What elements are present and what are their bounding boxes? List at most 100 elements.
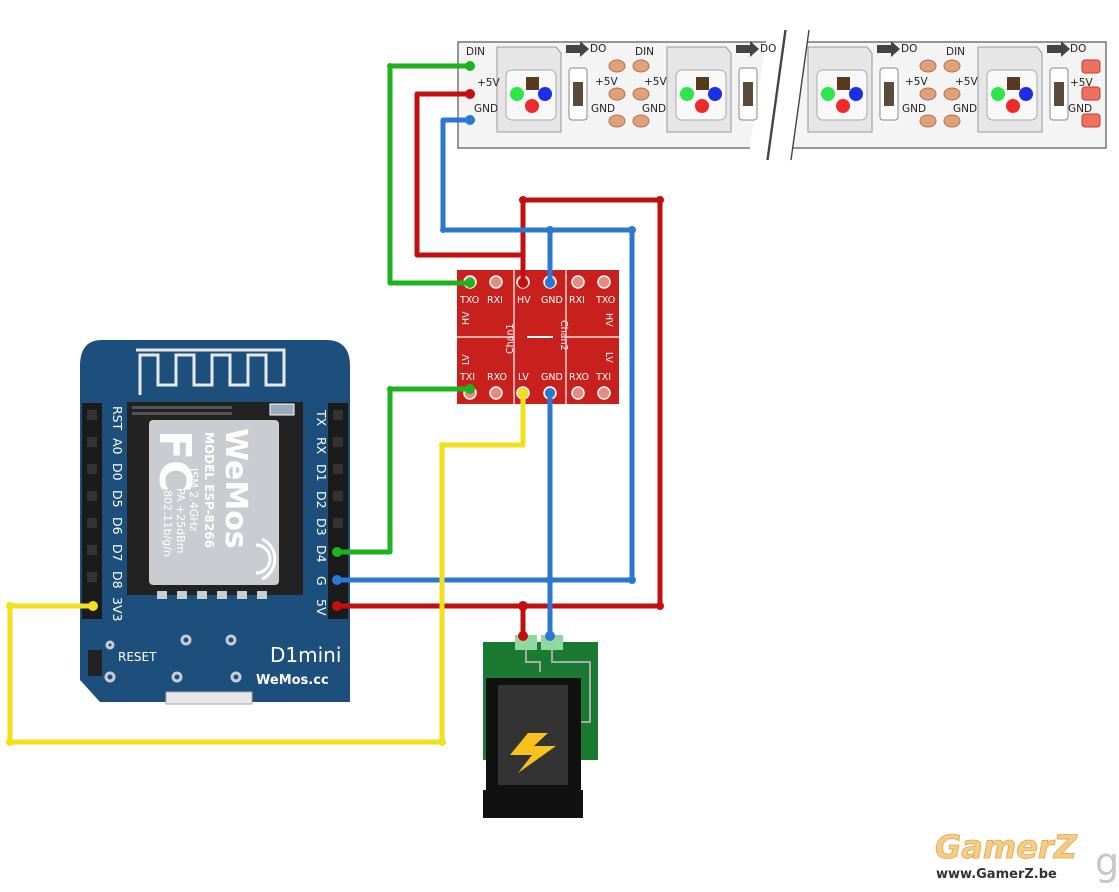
module-line: 802.11b/g/n	[161, 490, 174, 557]
pin-label: D5	[110, 490, 125, 508]
pin-label: G	[314, 576, 329, 586]
strip-5v-label: +5V	[905, 76, 928, 88]
pin-label: TX	[314, 409, 329, 427]
pin-label: 3V3	[110, 597, 125, 621]
led-unit	[666, 46, 758, 133]
strip-gnd-label: GND	[474, 103, 498, 115]
wire-endpoints	[6, 61, 664, 746]
module-dots	[132, 406, 232, 415]
lightning-icon	[510, 733, 556, 773]
module-bottom-pads	[157, 591, 267, 599]
reset-label: RESET	[118, 650, 157, 664]
strip-gnd-label: GND	[953, 103, 977, 115]
shifter-hv-label: HV	[603, 313, 614, 327]
arrow-right-icon	[736, 41, 759, 57]
pin-label: RST	[110, 406, 125, 431]
pin-label: D4	[314, 545, 329, 563]
strip-din-label: DIN	[946, 46, 965, 58]
shifter-pin-label: GND	[541, 295, 563, 306]
do-arrow-icons	[566, 41, 1070, 57]
shifter-chan1-label: Chan1	[505, 323, 516, 354]
usb-connector[interactable]	[165, 691, 253, 705]
strip-din-label: DIN	[635, 46, 654, 58]
module-line: PA +25dBm	[174, 488, 187, 553]
fcc-logo: FC	[149, 430, 200, 492]
arrow-right-icon	[566, 41, 589, 57]
led-unit	[807, 46, 899, 133]
left-pin-labels: RST A0 D0 D5 D6 D7 D8 3V3	[110, 406, 125, 621]
strip-do-label: DO	[760, 43, 776, 55]
strip-labels: DIN +5V GND DO DIN +5V +5V GND GND DO DO…	[466, 43, 1093, 115]
pin-label: D8	[110, 571, 125, 589]
jack-barrel	[483, 790, 583, 818]
pin-label: D2	[314, 491, 329, 509]
left-header	[82, 403, 102, 619]
shifter-side-labels: HV LV HV LV Chan1 Chan2	[461, 311, 614, 365]
arrow-right-icon	[877, 41, 900, 57]
wire-green-data-hv	[387, 63, 470, 286]
watermark-suffix: g	[1095, 840, 1119, 884]
board-url: WeMos.cc	[256, 673, 329, 688]
wire-blue-gnd-rail	[337, 117, 635, 583]
board-name: D1mini	[270, 643, 341, 667]
header-pins	[87, 410, 343, 582]
level-shifter: TXO RXI HV GND RXI TXO TXI RXO LV GND RX…	[457, 270, 619, 404]
dc-barrel-jack	[483, 635, 598, 818]
shifter-hv-label: HV	[461, 311, 472, 325]
right-pin-labels: TX RX D1 D2 D3 D4 G 5V	[314, 409, 329, 616]
right-header	[328, 403, 348, 619]
wifi-icon	[255, 537, 277, 581]
pin-label: D3	[314, 518, 329, 536]
strip-5v-label: +5V	[477, 77, 500, 89]
strip-break	[748, 30, 790, 160]
shifter-chan2-label: Chan2	[558, 320, 569, 351]
watermark: GamerZ www.GamerZ.be g	[935, 828, 1119, 884]
wemos-d1-mini: FC MODEL ESP-8266 ISM 2.4GHz PA +25dBm 8…	[80, 340, 350, 705]
wire-green-data-lv	[337, 386, 470, 555]
esp-shield	[149, 420, 279, 585]
strip-gnd-label: GND	[591, 103, 615, 115]
strip-5v-label: +5V	[644, 76, 667, 88]
strip-pads	[608, 59, 961, 128]
module-model-line: MODEL ESP-8266	[202, 432, 216, 548]
strip-gnd-label: GND	[902, 103, 926, 115]
smd-component	[269, 403, 295, 416]
pin-label: D0	[110, 463, 125, 481]
arrow-right-icon	[1047, 41, 1070, 57]
pin-label: 5V	[314, 599, 329, 616]
strip-gnd-label: GND	[642, 103, 666, 115]
pin-label: RX	[314, 437, 329, 455]
led-unit	[496, 46, 588, 133]
shifter-pin-labels: TXO RXI HV GND RXI TXO TXI RXO LV GND RX…	[459, 295, 615, 383]
pin-label: D6	[110, 517, 125, 535]
module-brand: WeMos	[218, 428, 253, 549]
module-text: FC MODEL ESP-8266 ISM 2.4GHz PA +25dBm 8…	[149, 428, 253, 557]
shifter-pin-label: HV	[517, 295, 531, 306]
shifter-pin-label: RXO	[569, 372, 589, 383]
pin-label: A0	[110, 438, 125, 455]
strip-5v-label: +5V	[595, 76, 618, 88]
shifter-pin-label: RXI	[487, 295, 503, 306]
shifter-pin-label: TXO	[595, 295, 615, 306]
antenna-trace	[136, 348, 286, 395]
strip-5v-label: +5V	[1070, 77, 1093, 89]
reset-button[interactable]	[88, 650, 102, 676]
watermark-brand: GamerZ	[935, 828, 1078, 866]
strip-do-label: DO	[901, 43, 917, 55]
strip-do-label: DO	[590, 43, 606, 55]
strip-end-pads	[1081, 59, 1101, 128]
strip-din-label: DIN	[466, 46, 485, 58]
mount-holes	[104, 634, 242, 683]
shifter-pin-label: TXI	[459, 372, 475, 383]
pin-label: D7	[110, 544, 125, 562]
pin-label: D1	[314, 464, 329, 482]
shifter-pin-label: RXI	[569, 295, 585, 306]
shifter-lv-label: LV	[603, 352, 614, 363]
strip-5v-label: +5V	[955, 76, 978, 88]
shifter-pin-label: TXI	[595, 372, 611, 383]
strip-gnd-label: GND	[1068, 103, 1092, 115]
shifter-pin-label: LV	[518, 372, 529, 383]
shifter-lv-label: LV	[461, 354, 472, 365]
shifter-pin-label: RXO	[487, 372, 507, 383]
led-unit	[977, 46, 1069, 133]
